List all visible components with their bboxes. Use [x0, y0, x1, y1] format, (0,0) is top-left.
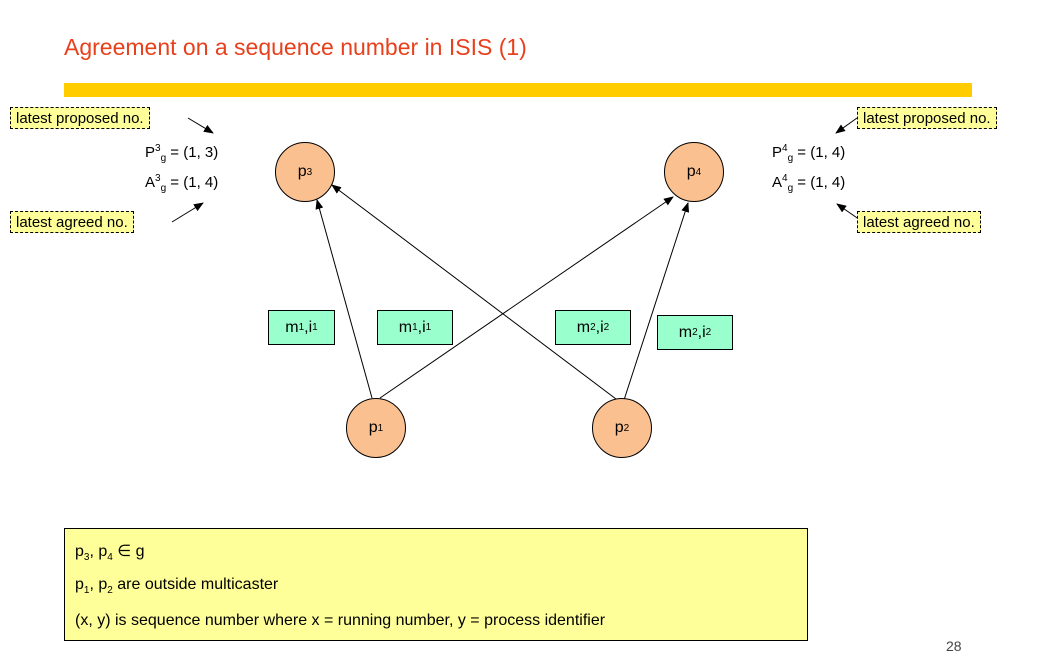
callout-left-latest-proposed: latest proposed no.	[10, 107, 150, 129]
pointer-right-proposed	[835, 117, 858, 134]
legend-note-box: p3, p4 ∈ g p1, p2 are outside multicaste…	[64, 528, 808, 641]
p3-agreed-value: A3g = (1, 4)	[145, 173, 219, 194]
arrow-p2-to-p4	[623, 202, 690, 401]
arrow-p2-to-p3	[331, 184, 621, 403]
callout-left-latest-agreed: latest agreed no.	[10, 211, 134, 233]
arrow-p1-to-p4	[379, 196, 674, 399]
slide-title: Agreement on a sequence number in ISIS (…	[64, 34, 527, 60]
p4-agreed-value: A4g = (1, 4)	[772, 173, 846, 194]
p4-proposed-value: P4g = (1, 4)	[772, 143, 846, 164]
note-line-group-members: p3, p4 ∈ g	[75, 543, 145, 564]
callout-right-latest-proposed: latest proposed no.	[857, 107, 997, 129]
arrow-p1-to-p3	[315, 199, 373, 399]
p3-proposed-value: P3g = (1, 3)	[145, 143, 219, 164]
note-line-sequence-definition: (x, y) is sequence number where x = runn…	[75, 612, 606, 629]
title-underline-bar	[64, 83, 972, 97]
callout-right-latest-agreed: latest agreed no.	[857, 211, 981, 233]
page-number: 28	[946, 638, 962, 654]
pointer-left-proposed	[187, 117, 214, 134]
note-line-outside-multicaster: p1, p2 are outside multicaster	[75, 576, 279, 597]
pointer-left-agreed	[171, 202, 204, 223]
